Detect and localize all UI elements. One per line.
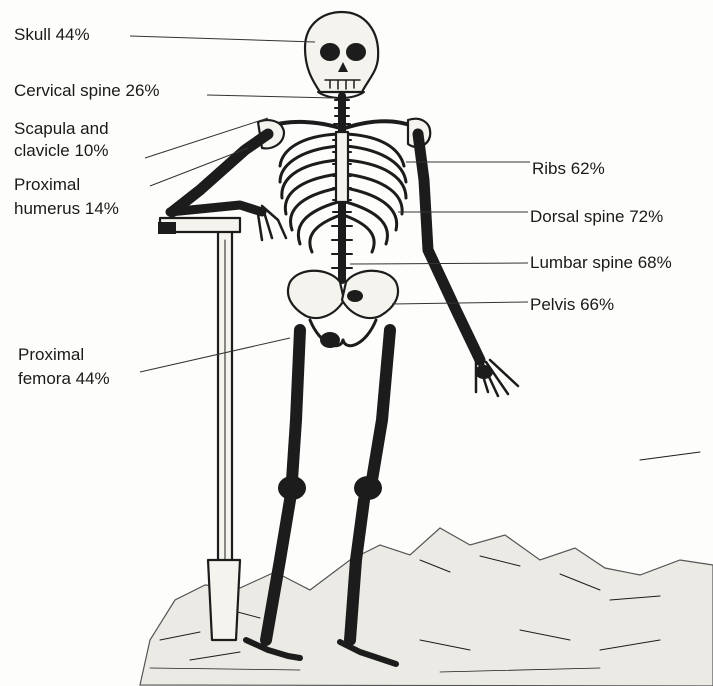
- leader-lumbar: [350, 263, 528, 264]
- skull: [305, 12, 378, 98]
- label-ribs: Ribs 62%: [532, 158, 605, 179]
- label-scapula-line2: clavicle 10%: [14, 140, 109, 161]
- support-staff: [158, 218, 240, 640]
- label-pelvis: Pelvis 66%: [530, 294, 614, 315]
- label-dorsal-spine: Dorsal spine 72%: [530, 206, 663, 227]
- label-femora-line1: Proximal: [18, 344, 84, 365]
- leader-femora: [140, 338, 290, 372]
- label-lumbar-spine: Lumbar spine 68%: [530, 252, 672, 273]
- arm-right-side: [418, 134, 518, 396]
- label-humerus-line1: Proximal: [14, 174, 80, 195]
- label-femora-line2: femora 44%: [18, 368, 110, 389]
- label-scapula-line1: Scapula and: [14, 118, 109, 139]
- leader-skull: [130, 36, 315, 42]
- label-skull: Skull 44%: [14, 24, 90, 45]
- leader-cervical: [207, 95, 334, 98]
- leader-pelvis: [392, 302, 528, 304]
- label-cervical-spine: Cervical spine 26%: [14, 80, 160, 101]
- label-humerus-line2: humerus 14%: [14, 198, 119, 219]
